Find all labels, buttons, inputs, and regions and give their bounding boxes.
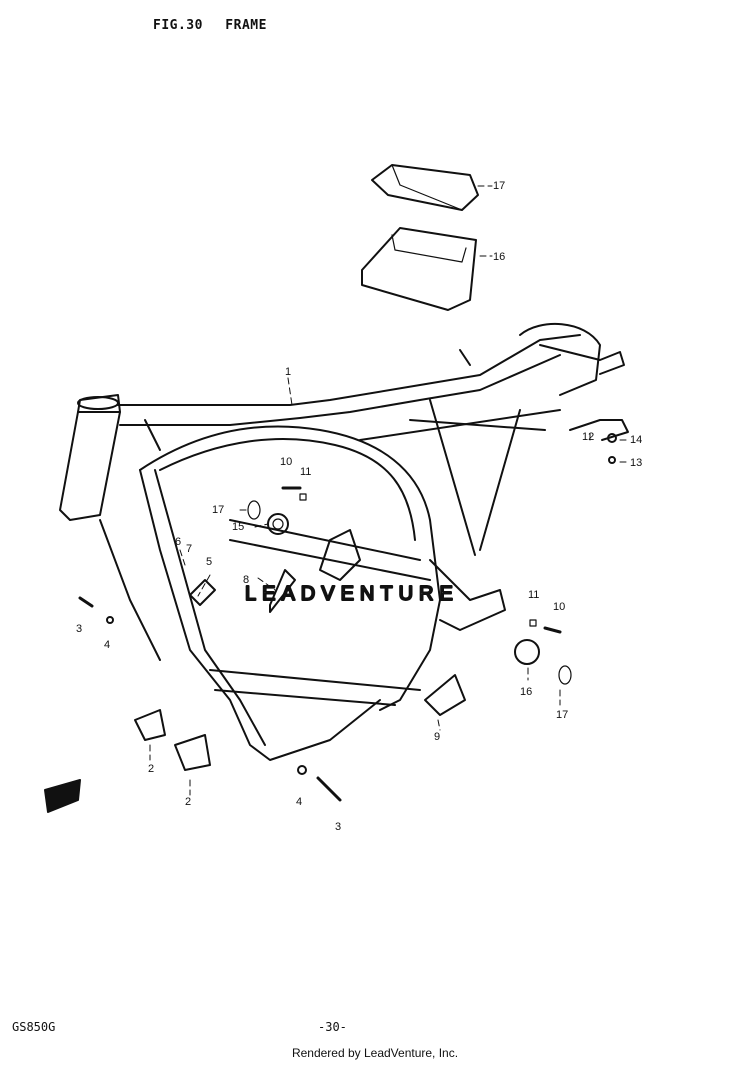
svg-text:13: 13 xyxy=(630,457,642,469)
svg-text:4: 4 xyxy=(296,796,302,808)
svg-text:4: 4 xyxy=(104,639,110,651)
svg-text:14: 14 xyxy=(630,434,642,446)
bracket-2b xyxy=(174,734,211,771)
rubber-plug-16 xyxy=(514,639,540,665)
svg-text:10: 10 xyxy=(553,601,565,613)
svg-text:17: 17 xyxy=(493,180,505,192)
svg-text:16: 16 xyxy=(493,251,505,263)
model-code: GS850G xyxy=(12,1020,56,1034)
front-down-tube xyxy=(139,469,381,761)
svg-text:10: 10 xyxy=(280,456,292,468)
lower-crossmember xyxy=(209,669,421,691)
svg-text:1: 1 xyxy=(285,366,291,378)
bracket-9 xyxy=(424,674,466,716)
hook-12 xyxy=(569,419,629,441)
svg-text:6: 6 xyxy=(175,536,181,548)
seat-rail-loop xyxy=(519,322,601,396)
svg-text:3: 3 xyxy=(335,821,341,833)
render-credit: Rendered by LeadVenture, Inc. xyxy=(291,1046,459,1060)
bracket-2a xyxy=(134,709,166,741)
page-number: -30- xyxy=(318,1020,347,1034)
figure-title: FIG.30 FRAME xyxy=(153,18,281,33)
svg-text:2: 2 xyxy=(148,763,154,775)
svg-text:11: 11 xyxy=(528,589,539,601)
svg-text:17: 17 xyxy=(212,504,224,516)
svg-text:17: 17 xyxy=(556,709,568,721)
svg-text:15: 15 xyxy=(232,521,244,533)
figure-name: FRAME xyxy=(225,18,267,33)
seat-cushion-part xyxy=(371,164,479,211)
svg-text:12: 12 xyxy=(582,431,594,443)
bracket-8 xyxy=(269,569,296,613)
svg-text:7: 7 xyxy=(186,543,192,555)
svg-text:16: 16 xyxy=(520,686,532,698)
svg-text:5: 5 xyxy=(206,556,212,568)
backbone-tube xyxy=(117,334,581,406)
svg-text:2: 2 xyxy=(185,796,191,808)
bracket-5 xyxy=(189,579,216,606)
upper-cradle-arch xyxy=(139,425,441,711)
seat-tray-part xyxy=(361,227,477,311)
svg-text:11: 11 xyxy=(300,466,311,478)
front-direction-arrow xyxy=(44,779,81,813)
svg-text:8: 8 xyxy=(243,574,249,586)
svg-text:9: 9 xyxy=(434,731,440,743)
figure-number: FIG.30 xyxy=(153,18,203,33)
svg-text:3: 3 xyxy=(76,623,82,635)
